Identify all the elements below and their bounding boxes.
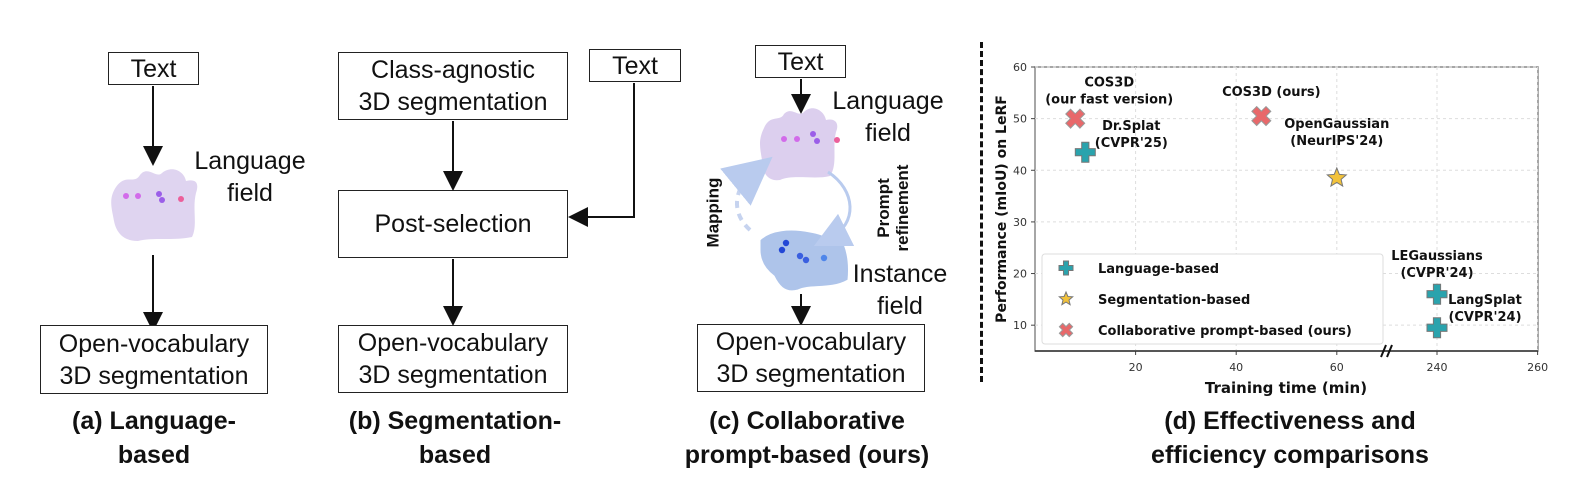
x-marker-shape bbox=[1058, 322, 1074, 338]
point-label: LangSplat(CVPR'24) bbox=[1448, 293, 1522, 325]
arrow-text-to-selection bbox=[568, 83, 635, 227]
point-label: LEGaussians(CVPR'24) bbox=[1391, 249, 1483, 281]
language-field-label: Language field bbox=[194, 147, 306, 207]
class-agnostic-box: Class-agnostic 3D segmentation bbox=[338, 52, 568, 120]
caption-b: (b) Segmentation- based bbox=[348, 407, 562, 469]
y-tick-label: 30 bbox=[1013, 216, 1027, 229]
language-field-shape bbox=[111, 169, 198, 241]
feature-dot bbox=[802, 256, 810, 264]
x-axis-label: Training time (min) bbox=[1205, 379, 1367, 397]
legend-label: Collaborative prompt-based (ours) bbox=[1098, 324, 1352, 339]
feature-dot bbox=[123, 193, 129, 199]
text-input-box: Text bbox=[589, 49, 681, 82]
y-tick-label: 10 bbox=[1013, 319, 1027, 332]
legend-box bbox=[1041, 253, 1384, 345]
feature-dot bbox=[834, 137, 840, 143]
feature-dot bbox=[810, 131, 816, 137]
point-label: OpenGaussian(NeurIPS'24) bbox=[1284, 117, 1389, 149]
feature-dot bbox=[782, 239, 790, 247]
x-tick-label: 20 bbox=[1129, 361, 1143, 374]
x-marker-shape bbox=[1065, 108, 1086, 129]
legend-marker-collaborative bbox=[1058, 322, 1074, 338]
mapping-arrow bbox=[720, 156, 773, 232]
point-label: COS3D(our fast version) bbox=[1045, 76, 1173, 108]
x-tick-label: 240 bbox=[1427, 361, 1448, 374]
data-point-collaborative bbox=[1251, 105, 1272, 127]
legend-marker-segmentation_based bbox=[1058, 290, 1074, 306]
output-box: Open-vocabulary 3D segmentation bbox=[697, 324, 925, 392]
panel-c-graphics bbox=[720, 79, 855, 326]
feature-dot bbox=[178, 196, 184, 202]
data-point-segmentation_based bbox=[1326, 166, 1348, 188]
feature-dot bbox=[820, 254, 828, 262]
data-point-collaborative bbox=[1065, 108, 1086, 129]
instance-field-label: Instance field bbox=[852, 260, 948, 320]
panel-divider bbox=[980, 42, 983, 382]
panel-a-arrows bbox=[143, 86, 163, 330]
y-tick-label: 40 bbox=[1013, 164, 1027, 177]
feature-dot bbox=[814, 138, 820, 144]
point-label: Dr.Splat(CVPR'25) bbox=[1095, 119, 1168, 151]
caption-a: (a) Language- based bbox=[72, 407, 236, 469]
y-tick-label: 20 bbox=[1013, 268, 1027, 281]
post-selection-box: Post-selection bbox=[338, 190, 568, 258]
panel-b-arrows bbox=[443, 83, 635, 326]
language-field-label: Language field bbox=[832, 87, 944, 147]
legend-label: Segmentation-based bbox=[1098, 293, 1250, 308]
output-box: Open-vocabulary 3D segmentation bbox=[40, 325, 268, 394]
feature-dot bbox=[796, 252, 804, 260]
y-axis-label: Performance (mIoU) on LeRF bbox=[994, 95, 1010, 323]
text-input-box: Text bbox=[108, 52, 199, 85]
x-marker-shape bbox=[1251, 105, 1272, 127]
point-label: COS3D (ours) bbox=[1222, 85, 1321, 100]
feature-dot bbox=[156, 191, 162, 197]
feature-dot bbox=[794, 136, 800, 142]
y-tick-label: 50 bbox=[1013, 113, 1027, 126]
caption-c: (c) Collaborative prompt-based (ours) bbox=[684, 407, 930, 469]
feature-dot bbox=[781, 136, 787, 142]
text-input-box: Text bbox=[755, 45, 846, 78]
language-field-blob bbox=[111, 169, 198, 241]
caption-d: (d) Effectiveness and efficiency compari… bbox=[1151, 407, 1429, 469]
x-tick-label: 60 bbox=[1330, 361, 1344, 374]
feature-dot bbox=[135, 193, 141, 199]
data-point-language_based bbox=[1426, 317, 1448, 339]
feature-dot bbox=[159, 197, 165, 203]
legend-label: Language-based bbox=[1098, 262, 1219, 277]
y-tick-label: 60 bbox=[1013, 61, 1027, 74]
axis-break-mark bbox=[1386, 344, 1393, 358]
prompt-refinement-arrow bbox=[813, 170, 855, 247]
x-tick-label: 260 bbox=[1527, 361, 1548, 374]
data-point-language_based bbox=[1426, 283, 1448, 305]
legend-marker-language_based bbox=[1058, 260, 1074, 276]
language-field-shape bbox=[760, 108, 838, 181]
output-box: Open-vocabulary 3D segmentation bbox=[338, 325, 568, 393]
x-tick-label: 40 bbox=[1229, 361, 1243, 374]
axis-break-mark bbox=[1380, 344, 1387, 358]
feature-dot bbox=[778, 246, 786, 254]
data-point-language_based bbox=[1074, 141, 1096, 163]
